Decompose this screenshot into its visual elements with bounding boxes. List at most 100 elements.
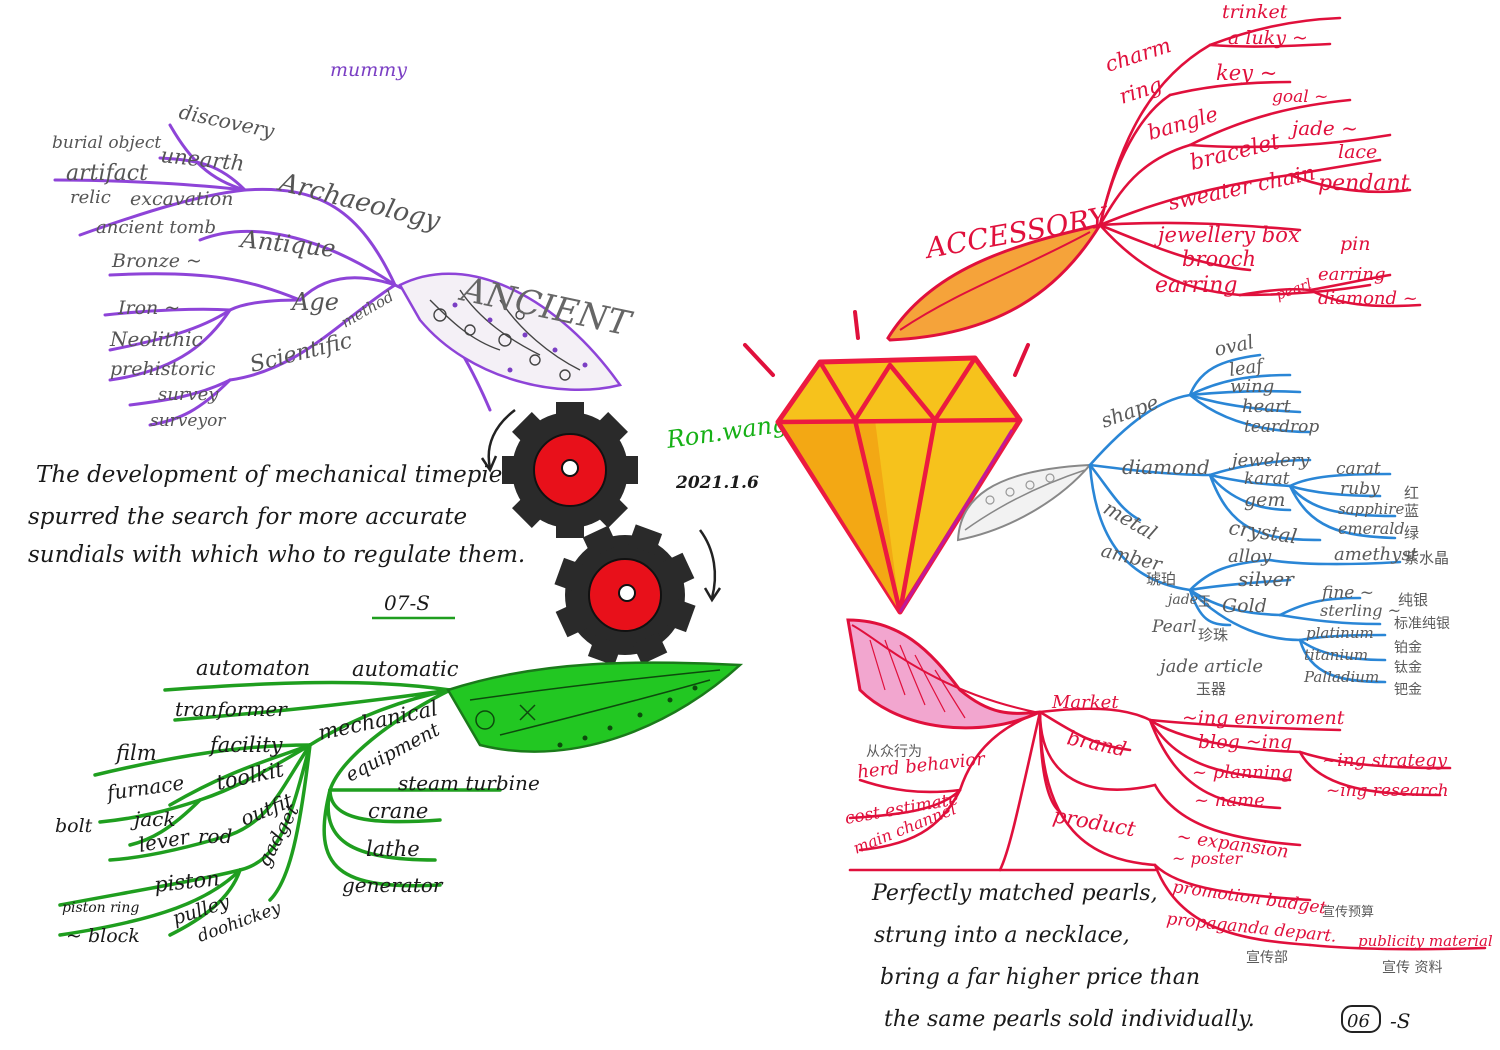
label-market: Market (1051, 692, 1119, 713)
label-amethyst-cn: 紫水晶 (1404, 549, 1449, 567)
label-steam-turbine: steam turbine (398, 771, 540, 795)
label-fine: fine ~ (1320, 583, 1374, 603)
label-ing-environment: ~ing enviroment (1182, 707, 1345, 729)
label-gold: Gold (1222, 595, 1267, 617)
label-age: Age (290, 288, 339, 316)
label-titanium: titanium (1304, 646, 1368, 664)
label-trinket: trinket (1222, 1, 1288, 23)
label-earring-pearl: earring (1318, 264, 1385, 285)
label-jewellery-box: jewellery box (1154, 223, 1300, 247)
label-herd-cn: 从众行为 (866, 744, 922, 760)
label-pearl: pearl (1274, 276, 1314, 304)
label-iron: Iron ~ (117, 297, 180, 319)
label-ruby: ruby (1340, 479, 1380, 499)
quote-right-line-1: Perfectly matched pearls, (871, 881, 1158, 906)
label-lathe: lathe (366, 837, 420, 861)
quote-left: The development of mechanical timepieces… (28, 462, 541, 568)
label-publicity-material: publicity material (1358, 932, 1493, 950)
label-teardrop: teardrop (1244, 417, 1319, 437)
label-emerald-cn: 绿 (1404, 524, 1419, 542)
author-name: Ron.wang (664, 409, 789, 454)
gear-icon (502, 402, 638, 538)
label-titanium-cn: 钛金 (1394, 660, 1422, 676)
gem-branch-lines (1088, 353, 1402, 684)
label-sapphire: sapphire (1338, 500, 1404, 518)
label-budget-cn: 宣传预算 (1322, 904, 1374, 920)
label-publicity-cn: 宣传 资料 (1382, 960, 1442, 976)
label-facility: facility (208, 733, 284, 757)
quote-right-line-4: the same pearls sold individually. (884, 1007, 1255, 1032)
diamond-icon (743, 310, 1030, 615)
label-prehistoric: prehistoric (110, 358, 216, 380)
label-transformer: tranformer (175, 697, 288, 721)
arrow-head-icon (480, 455, 498, 473)
label-brand: brand (1065, 725, 1129, 761)
quote-right-line-2: strung into a necklace, (874, 923, 1130, 948)
market-leaf (846, 618, 1041, 730)
label-sapphire-cn: 蓝 (1404, 502, 1419, 520)
page-number-right: 06 -S (1341, 1005, 1410, 1033)
label-a-lucky: a luky ~ (1228, 27, 1308, 49)
mechanical-leaf (446, 661, 744, 753)
label-pearl-gem: Pearl (1151, 617, 1196, 637)
label-wing: wing (1230, 376, 1274, 397)
label-jade-article-cn: 玉器 (1196, 680, 1226, 698)
label-block: ~ block (66, 925, 140, 947)
accessory-branch-lines (1098, 16, 1422, 308)
label-amethyst: amethyst (1334, 544, 1419, 565)
label-scientific: Scientific (247, 328, 354, 378)
label-jade-article: jade article (1156, 656, 1263, 677)
page-right-number: 06 (1347, 1011, 1370, 1032)
label-crystal: crystal (1227, 515, 1298, 548)
label-diamond-gem: diamond (1122, 455, 1210, 479)
label-silver: silver (1238, 567, 1295, 591)
label-automatic: automatic (352, 657, 459, 681)
label-heart: heart (1242, 396, 1292, 417)
quote-left-line-3: sundials with which who to regulate them… (28, 542, 525, 568)
label-leaf: leaf (1228, 355, 1268, 381)
label-brooch: brooch (1182, 247, 1256, 271)
label-blog: blog ~ing (1198, 731, 1292, 753)
label-earring: earring (1155, 273, 1237, 298)
label-ancient-tomb: ancient tomb (96, 217, 216, 238)
label-pendant: pendant (1318, 171, 1410, 196)
label-fine-cn: 纯银 (1398, 591, 1428, 609)
label-bangle: bangle (1145, 102, 1221, 145)
label-pin: pin (1340, 233, 1370, 255)
label-toolkit: toolkit (214, 757, 286, 795)
label-piston-ring: piston ring (62, 900, 139, 916)
label-discovery: discovery (177, 99, 277, 143)
label-artifact: artifact (66, 161, 148, 186)
label-amber-cn: 琥珀 (1146, 570, 1176, 588)
label-product: product (1051, 803, 1138, 841)
arrow-head-icon (703, 587, 722, 603)
label-furnace: furnace (103, 770, 185, 805)
label-sterling: sterling ~ (1320, 601, 1401, 620)
label-bolt: bolt (55, 815, 93, 837)
label-emerald: emerald (1338, 519, 1405, 538)
label-crane: crane (368, 799, 428, 823)
rotation-arrow-icon (698, 529, 717, 599)
label-mummy: mummy (330, 59, 407, 81)
label-ing-strategy: ~ing strategy (1322, 750, 1448, 771)
label-platinum-cn: 铂金 (1394, 640, 1422, 656)
label-jade-cn: 玉 (1198, 595, 1211, 610)
label-jack: jack (130, 807, 175, 831)
label-bronze: Bronze ~ (111, 250, 202, 272)
label-gem: gem (1244, 489, 1285, 511)
label-jewelery: jewelery (1228, 450, 1310, 471)
label-karat: karat (1244, 469, 1290, 489)
label-charm: charm (1102, 33, 1174, 77)
page-right-suffix: -S (1390, 1009, 1410, 1033)
label-surveyor: surveyor (150, 411, 226, 431)
label-method: method (338, 287, 397, 331)
label-sterling-cn: 标准纯银 (1394, 616, 1450, 632)
label-ruby-cn: 红 (1404, 484, 1419, 502)
label-excavation: excavation (130, 188, 233, 210)
label-palladium: Palladium (1303, 668, 1379, 686)
quote-left-line-1: The development of mechanical timepieces (36, 462, 541, 488)
quote-right: Perfectly matched pearls, strung into a … (871, 881, 1255, 1032)
label-poster: ~ poster (1172, 849, 1243, 868)
label-rod: rod (198, 824, 232, 848)
